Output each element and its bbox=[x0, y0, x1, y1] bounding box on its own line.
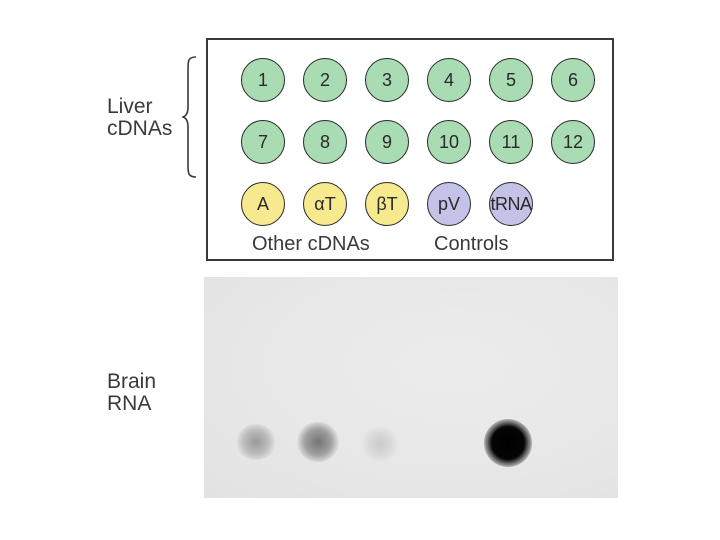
control-dot-trna: tRNA bbox=[489, 182, 533, 226]
other-cdna-dot-a: A bbox=[241, 182, 285, 226]
liver-cdnas-label: Liver cDNAs bbox=[107, 96, 172, 140]
hybridization-blot-image bbox=[204, 277, 618, 498]
blot-spot-alpha-t bbox=[297, 422, 339, 462]
liver-cdna-dot-5: 5 bbox=[489, 58, 533, 102]
other-cdna-dot-alpha-t: αT bbox=[303, 182, 347, 226]
liver-cdna-dot-7: 7 bbox=[241, 120, 285, 164]
blot-spot-trna bbox=[484, 419, 532, 467]
liver-label-line1: Liver bbox=[107, 95, 153, 118]
liver-cdna-dot-6: 6 bbox=[551, 58, 595, 102]
liver-cdna-dot-2: 2 bbox=[303, 58, 347, 102]
controls-caption: Controls bbox=[434, 233, 509, 255]
brain-label-line1: Brain bbox=[107, 370, 157, 393]
liver-label-line2: cDNAs bbox=[107, 117, 173, 140]
brain-rna-label: Brain RNA bbox=[107, 371, 156, 415]
liver-cdna-dot-1: 1 bbox=[241, 58, 285, 102]
curly-brace-icon bbox=[182, 56, 197, 178]
liver-cdna-dot-4: 4 bbox=[427, 58, 471, 102]
other-cdnas-caption: Other cDNAs bbox=[252, 233, 370, 255]
brain-label-line2: RNA bbox=[107, 392, 152, 415]
liver-cdna-dot-8: 8 bbox=[303, 120, 347, 164]
liver-cdna-dot-12: 12 bbox=[551, 120, 595, 164]
other-cdna-dot-beta-t: βT bbox=[365, 182, 409, 226]
blot-spot-beta-t bbox=[361, 427, 399, 461]
liver-cdna-dot-10: 10 bbox=[427, 120, 471, 164]
control-dot-pv: pV bbox=[427, 182, 471, 226]
liver-cdna-dot-3: 3 bbox=[365, 58, 409, 102]
blot-spot-a bbox=[236, 424, 276, 460]
liver-cdna-dot-9: 9 bbox=[365, 120, 409, 164]
array-key-panel: 1 2 3 4 5 6 7 8 9 10 11 12 A αT βT pV tR… bbox=[206, 38, 614, 261]
liver-cdna-dot-11: 11 bbox=[489, 120, 533, 164]
